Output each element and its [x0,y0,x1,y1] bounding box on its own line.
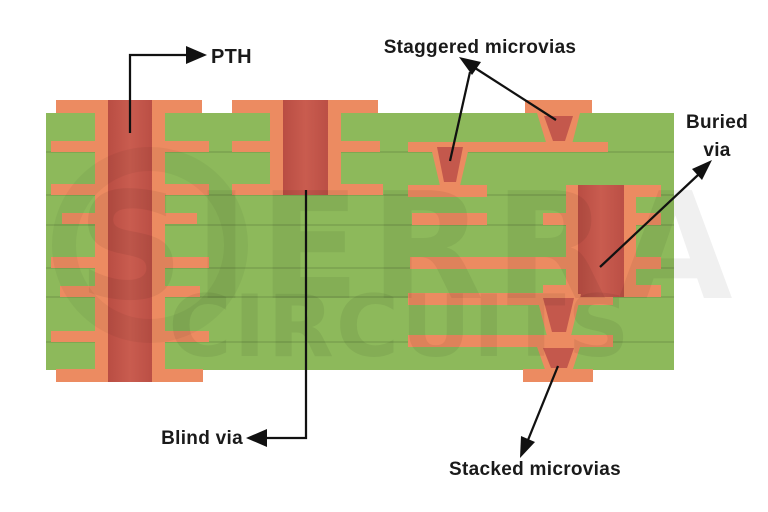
pth-arrowhead-icon [186,46,207,64]
pth-barrel [108,100,152,382]
blind-via-plating-right [328,100,341,195]
stacked-microvias [523,294,593,382]
stacked-leader-line [526,365,560,441]
buried-via-plating-right [624,185,636,297]
blind-via-barrel [283,100,328,195]
watermark: SIERRA CIRCUITS [52,147,742,377]
blind-via [232,100,383,195]
buried-via-barrel [578,185,624,297]
pth-leader-line [128,53,186,133]
annotation-blind: Blind via [161,190,308,449]
buried-label-line1: Buried [686,112,748,133]
trace-layer3 [412,213,487,225]
pth-plating-left [95,100,108,382]
buried-label-line2: via [703,140,730,161]
buried-via [543,185,661,297]
annotation-pth: PTH [128,46,252,133]
stacked-microvias-bottom-pad [523,369,593,382]
blind-arrowhead-icon [246,429,267,447]
annotation-buried: Buried via [599,112,748,268]
staggered-arrowhead-icon [459,57,481,75]
trace-layer2 [408,185,487,197]
pth-plating-right [152,100,165,382]
pth-via [51,100,209,382]
buried-leader-line [599,174,699,268]
staggered-microvias [430,100,592,190]
watermark-line2: CIRCUITS [169,277,632,377]
blind-leader-line [267,190,308,440]
trace-layer1 [408,142,608,152]
staggered-label: Staggered microvias [384,37,577,58]
stacked-arrowhead-icon [520,436,535,458]
annotation-stacked: Stacked microvias [449,365,621,480]
trace-layer4 [410,257,566,269]
blind-via-plating-left [270,100,283,195]
annotation-staggered: Staggered microvias [384,37,577,162]
staggered-leader-line-1 [474,67,557,121]
stacked-label: Stacked microvias [449,459,621,480]
watermark-line1: SIERRA [77,161,742,333]
watermark-ring [52,147,248,343]
buried-arrowhead-icon [692,160,712,180]
buried-via-plating-left [566,185,578,297]
pth-label: PTH [211,46,252,68]
staggered-leader-line-2 [448,71,472,162]
blind-label: Blind via [161,428,243,449]
